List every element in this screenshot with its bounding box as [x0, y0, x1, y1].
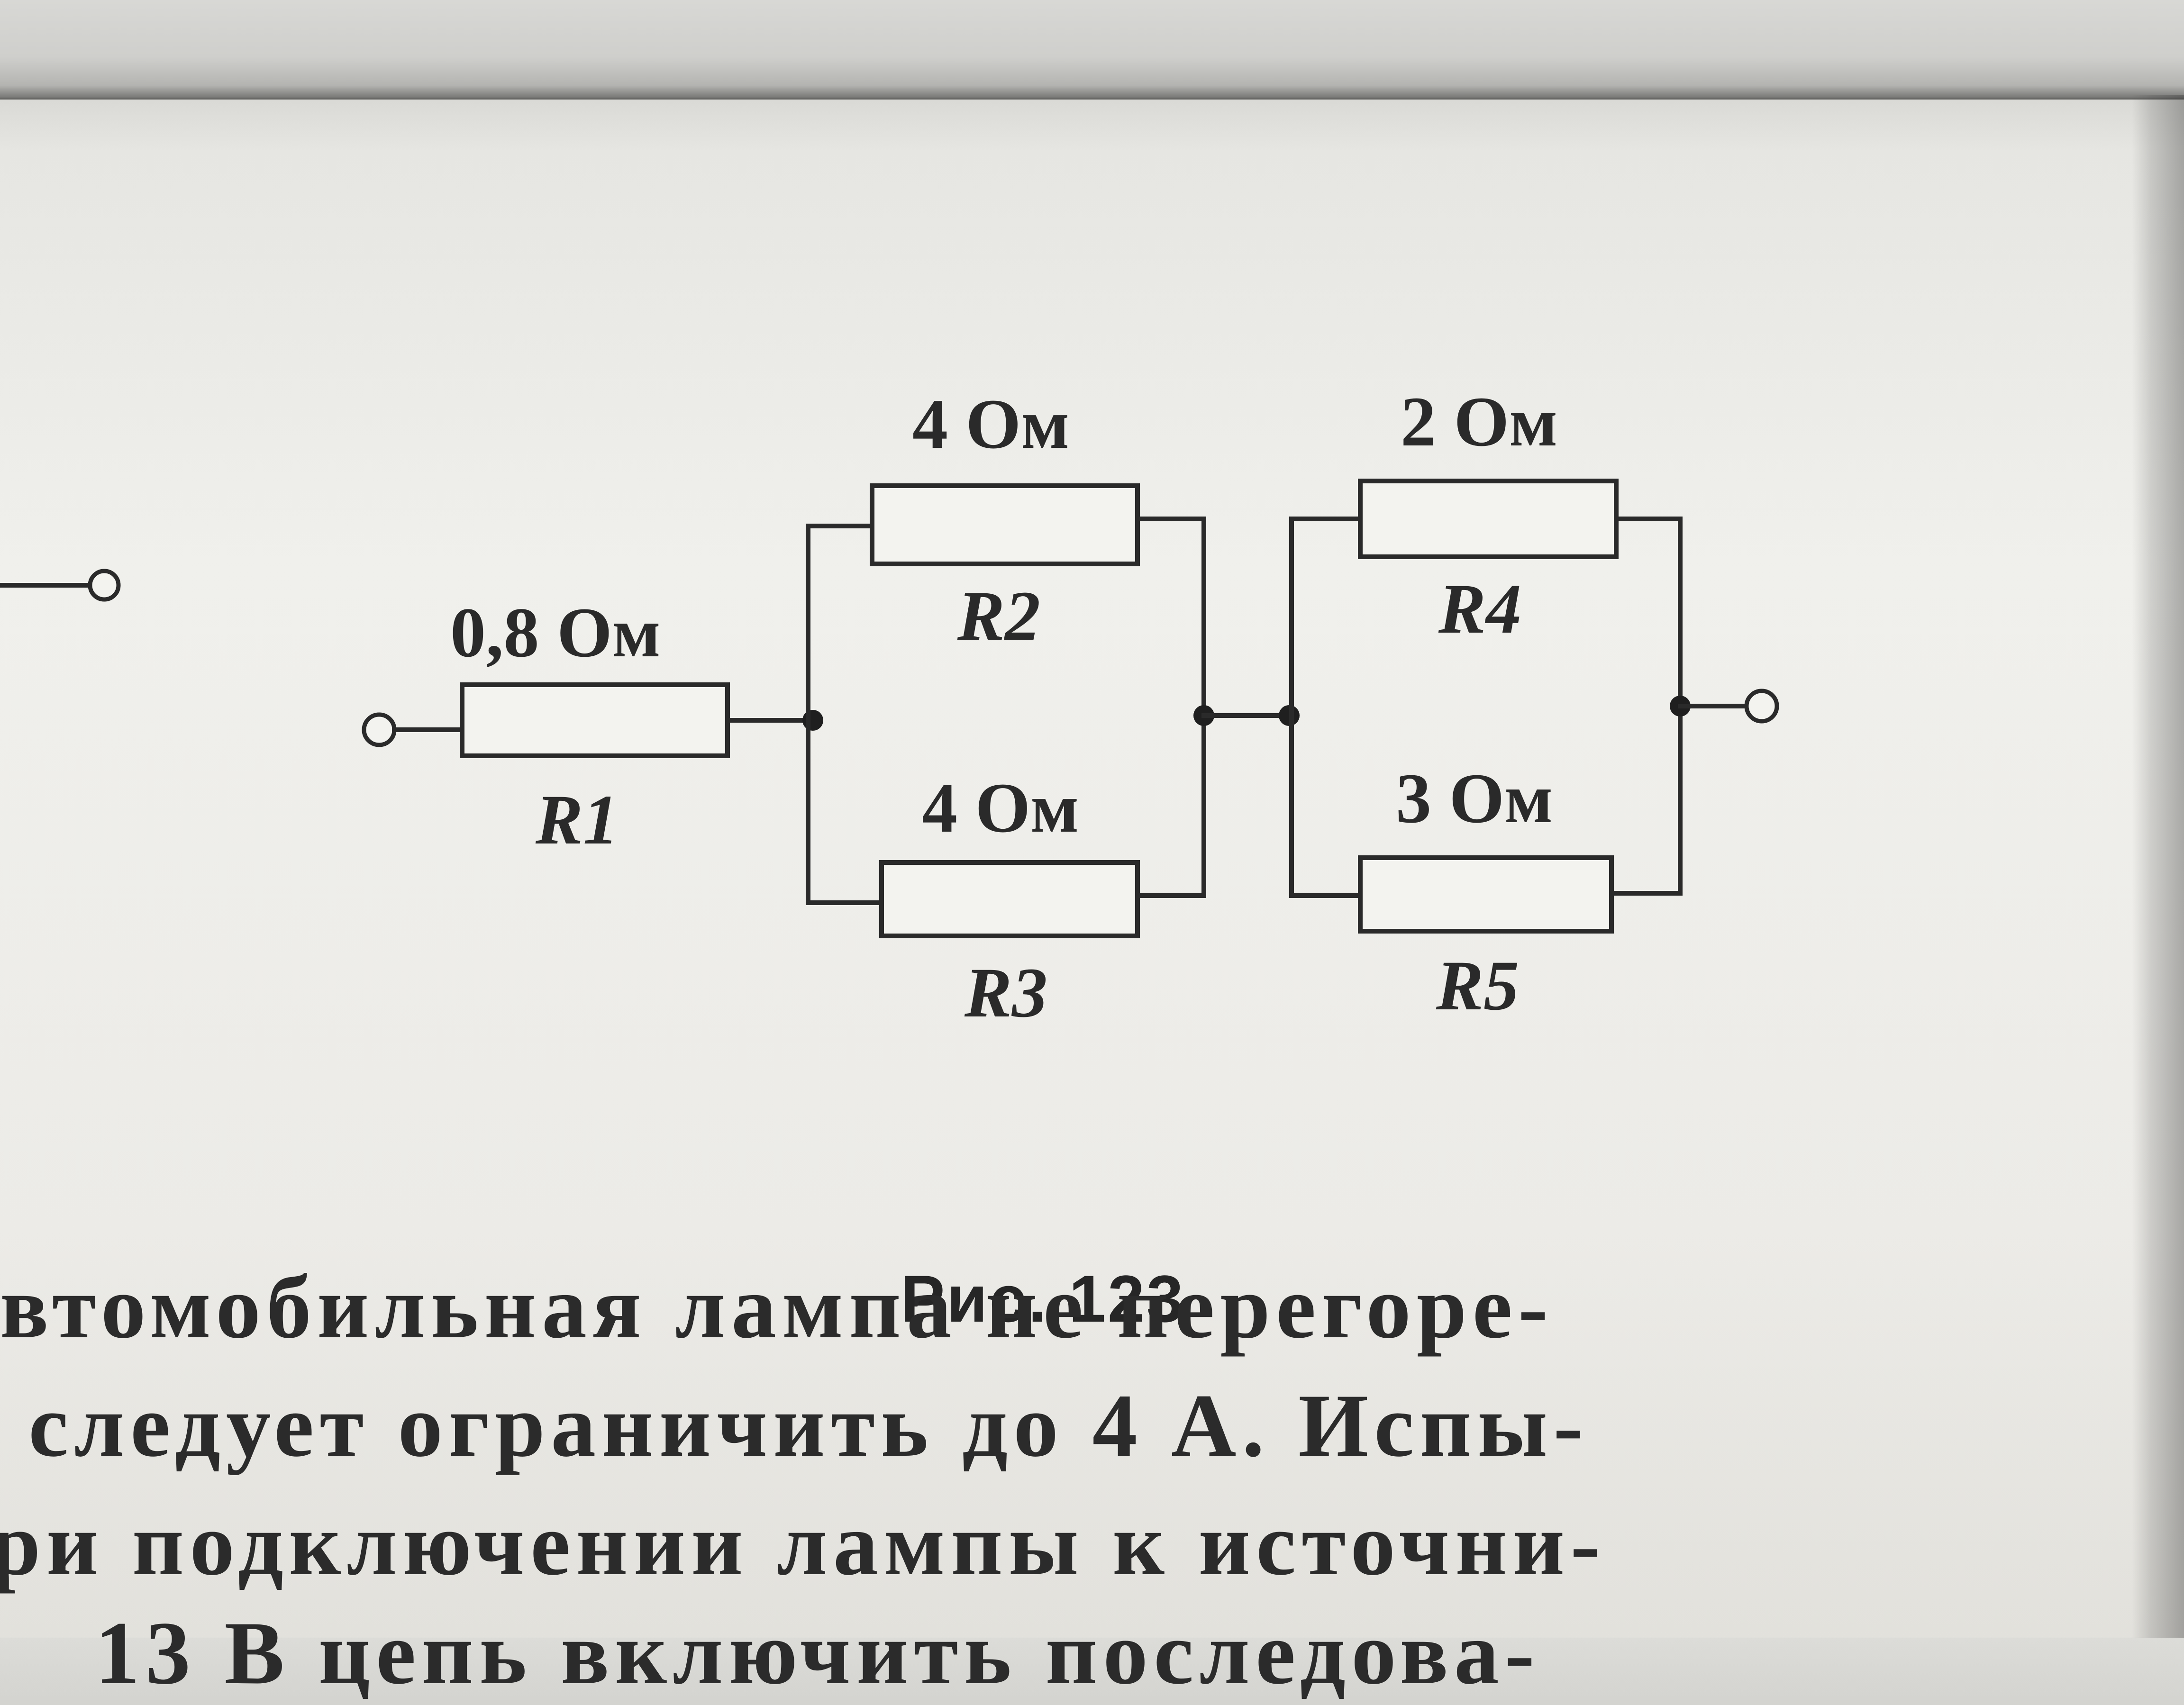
figure-caption: Рис. 123 [901, 1261, 1185, 1336]
resistor-r1-value: 0,8 Ом [450, 593, 661, 672]
resistor-r3 [879, 860, 1140, 938]
output-terminal [1744, 689, 1779, 724]
monitor-bezel [0, 0, 2184, 100]
resistor-r4 [1358, 479, 1619, 559]
resistor-r5-name: R5 [1436, 946, 1519, 1025]
input-terminal [362, 712, 397, 747]
resistor-r4-value: 2 Ом [1401, 382, 1557, 461]
body-text-line: ри подключении лампы к источни- [0, 1495, 1606, 1594]
resistor-r2-value: 4 Ом [912, 385, 1069, 463]
body-text-line: следует ограничить до 4 А. Испы- [28, 1376, 1589, 1476]
resistor-r5 [1358, 855, 1614, 934]
resistor-r3-value: 4 Ом [922, 769, 1079, 847]
textbook-page: 0,8 Ом 4 Ом 4 Ом 2 Ом 3 Ом R1 R2 R3 R4 R… [0, 100, 2132, 1703]
resistor-r3-name: R3 [964, 953, 1047, 1032]
body-text-line: 13 В цепь включить последова- [95, 1604, 1541, 1703]
resistor-r1 [460, 682, 730, 758]
resistor-r2-name: R2 [957, 577, 1040, 655]
body-text-line: втомобильная лампа не перегоре- [0, 1258, 1554, 1357]
resistor-r1-name: R1 [535, 780, 619, 859]
resistor-r5-value: 3 Ом [1396, 759, 1553, 838]
resistor-r2 [870, 483, 1140, 566]
resistor-r4-name: R4 [1438, 570, 1521, 648]
previous-figure-fragment [0, 569, 121, 602]
circuit-diagram: 0,8 Ом 4 Ом 4 Ом 2 Ом 3 Ом R1 R2 R3 R4 R… [0, 382, 1779, 1032]
junction-node [802, 710, 823, 731]
page-edge-shadow [2132, 95, 2184, 1638]
